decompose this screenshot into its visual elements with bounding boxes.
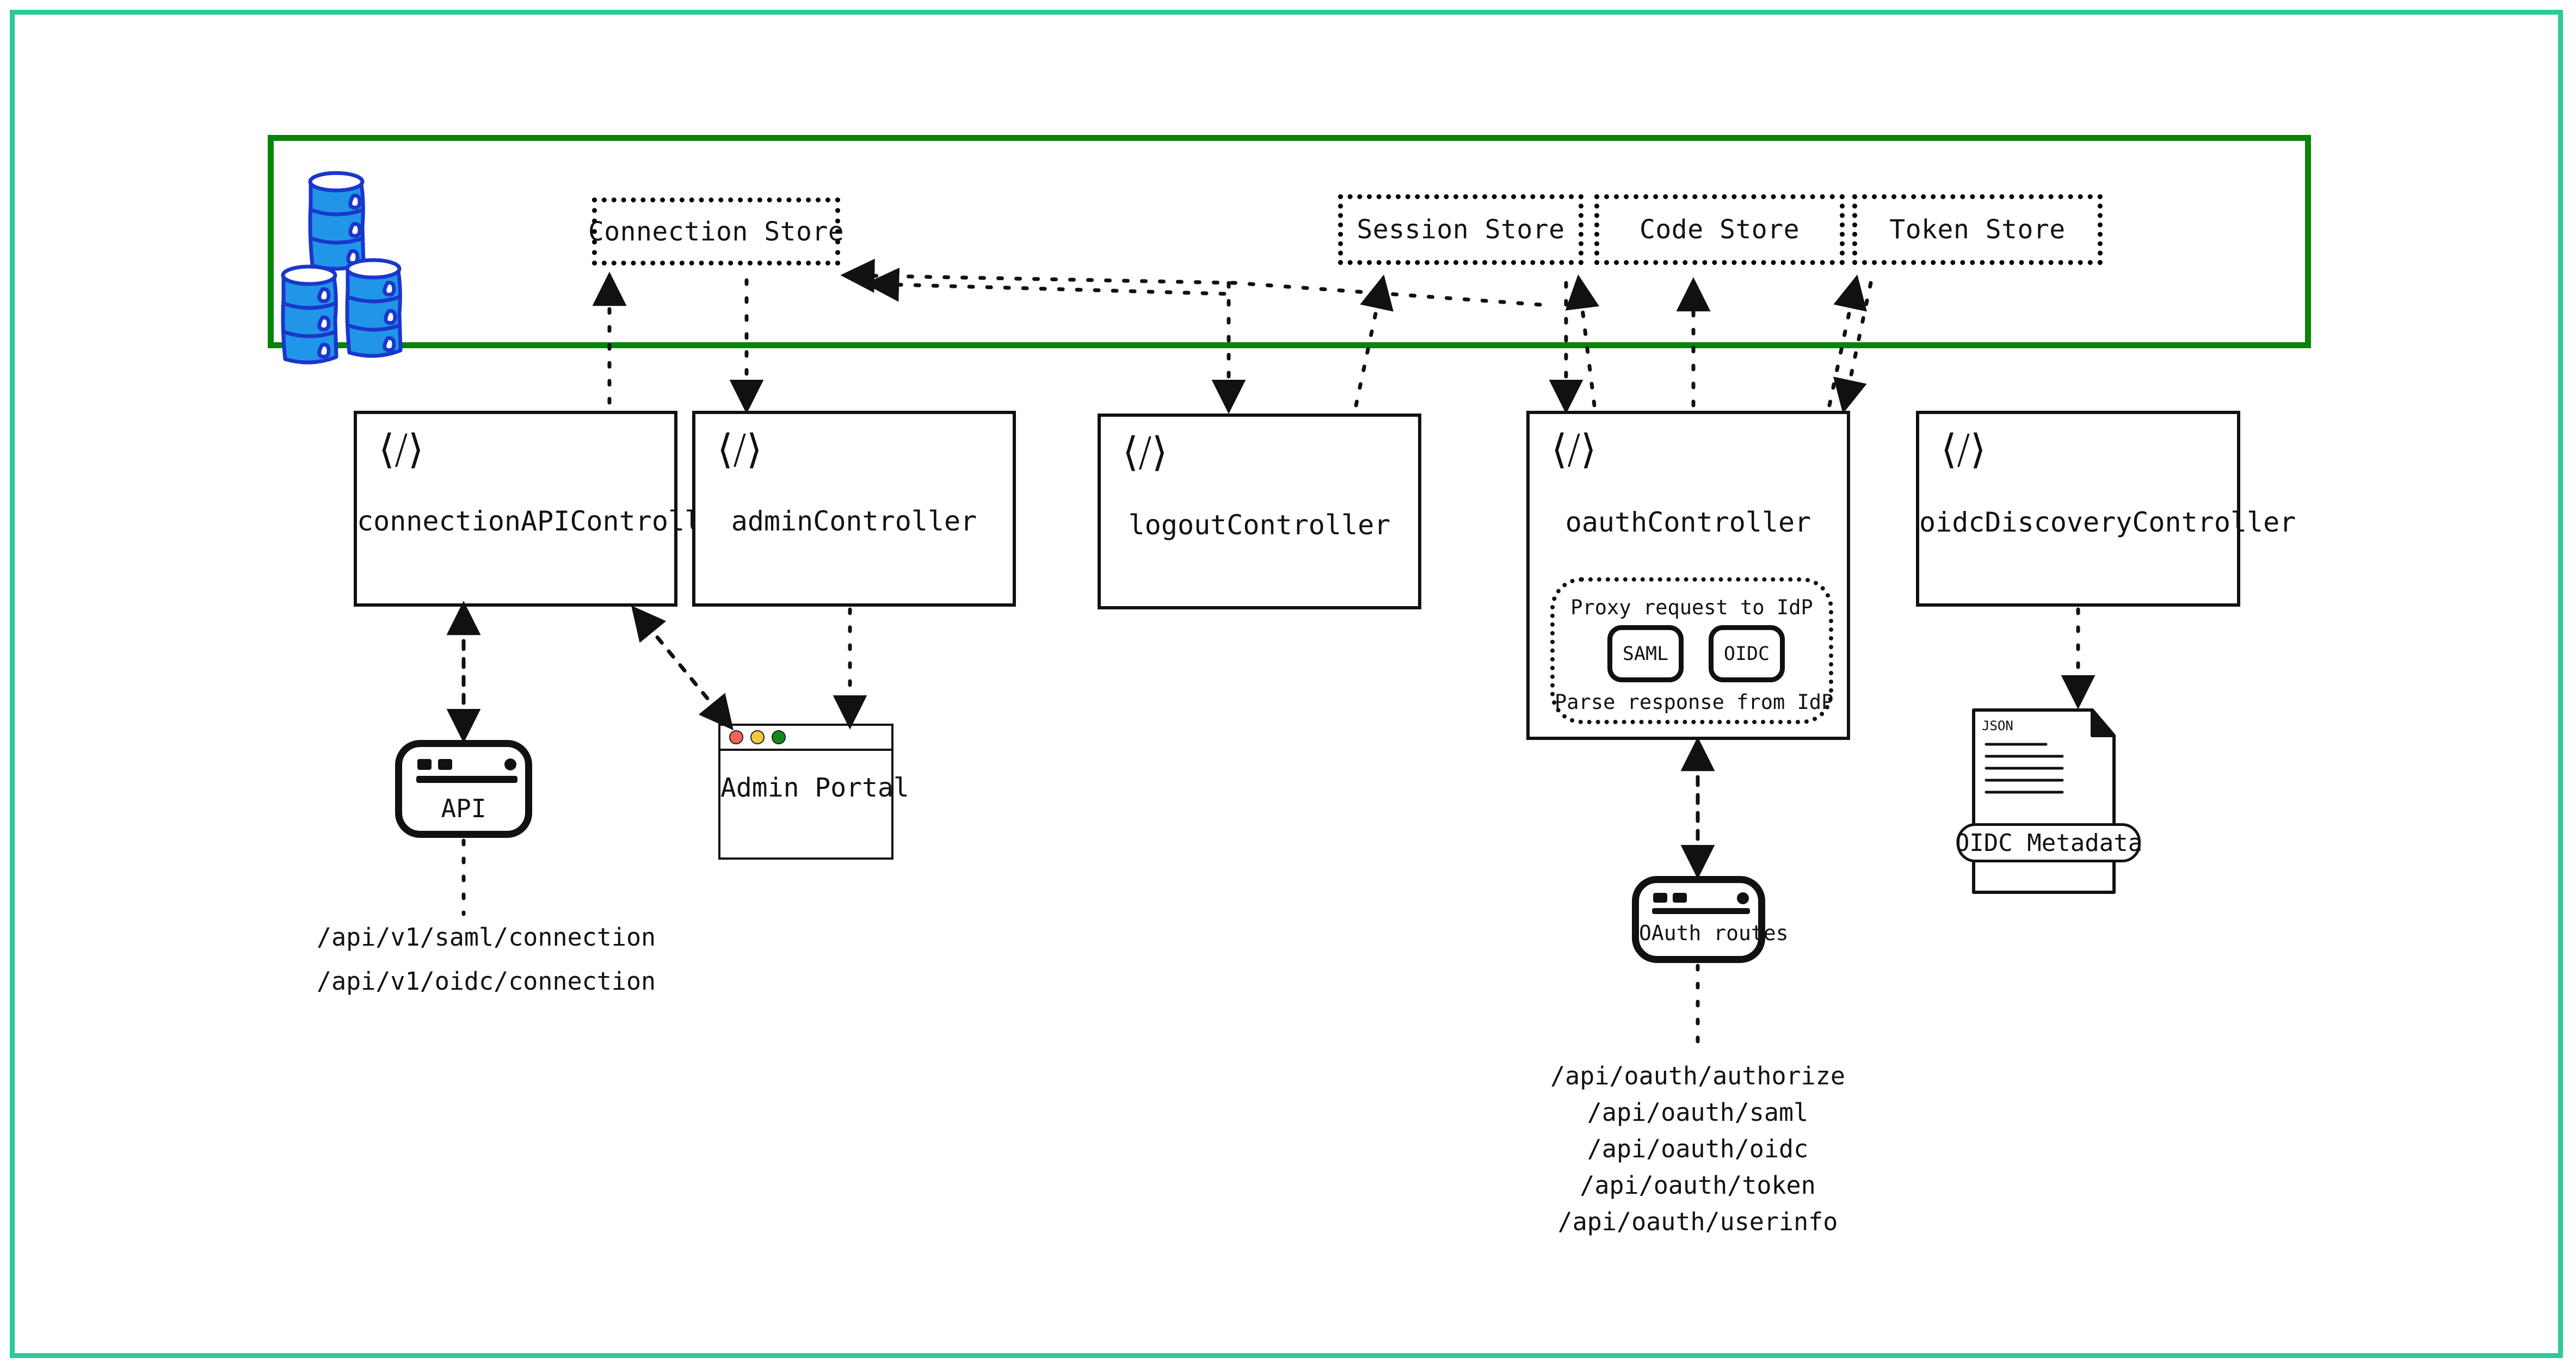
- oauth-dot-1: [1653, 893, 1667, 903]
- traffic-light-red: [729, 730, 743, 744]
- oauth-address-bar: [1652, 908, 1750, 914]
- browser-titlebar: [720, 726, 891, 751]
- oidc-protocol-label: OIDC: [1723, 643, 1770, 665]
- session-store[interactable]: Session Store: [1338, 194, 1583, 265]
- oidc-discovery-controller[interactable]: ⟨/⟩ oidcDiscoveryController: [1916, 411, 2296, 607]
- oauth-dot-3: [1737, 892, 1749, 904]
- api-dot-3: [504, 758, 516, 770]
- api-label: API: [441, 794, 486, 823]
- endpoint-item: /api/oauth/token: [1580, 1171, 1816, 1200]
- oauth-dot-2: [1673, 893, 1687, 903]
- connection-store[interactable]: Connection Store: [588, 198, 844, 266]
- oauth-controller[interactable]: ⟨/⟩ oauthController Proxy request to IdP…: [1526, 411, 1850, 740]
- endpoint-item: /api/oauth/authorize: [1550, 1062, 1845, 1090]
- connection-api-controller-label: connectionAPIController: [357, 505, 734, 537]
- oidc-metadata-label-pill[interactable]: OIDC Metadata: [1955, 823, 2143, 862]
- proxy-request-caption: Proxy request to IdP: [1570, 596, 1813, 619]
- oauth-routes-label: OAuth routes: [1639, 921, 1789, 945]
- admin-controller-label: adminController: [731, 505, 977, 537]
- endpoint-item: /api/v1/saml/connection: [317, 923, 656, 952]
- oidc-protocol-box[interactable]: OIDC: [1709, 625, 1785, 682]
- token-store-label: Token Store: [1889, 214, 2066, 245]
- code-brackets-icon: ⟨/⟩: [1123, 429, 1168, 476]
- logout-controller[interactable]: ⟨/⟩ logoutController: [1098, 414, 1421, 609]
- traffic-light-yellow: [750, 730, 765, 744]
- saml-protocol-box[interactable]: SAML: [1607, 625, 1684, 682]
- parse-response-caption: Parse response from IdP: [1555, 690, 1834, 714]
- code-store[interactable]: Code Store: [1594, 194, 1845, 265]
- saml-protocol-label: SAML: [1622, 643, 1669, 665]
- connection-store-label: Connection Store: [588, 216, 845, 247]
- oauth-controller-label: oauthController: [1565, 507, 1811, 538]
- oidc-metadata-label: OIDC Metadata: [1955, 829, 2143, 857]
- admin-portal-label: Admin Portal: [720, 773, 909, 803]
- endpoint-item: /api/oauth/saml: [1587, 1098, 1809, 1127]
- connection-api-controller[interactable]: ⟨/⟩ connectionAPIController: [354, 411, 734, 607]
- admin-controller[interactable]: ⟨/⟩ adminController: [692, 411, 1016, 607]
- traffic-light-green: [772, 730, 786, 744]
- code-brackets-icon: ⟨/⟩: [717, 426, 762, 473]
- connection-api-endpoints: /api/v1/saml/connection /api/v1/oidc/con…: [317, 925, 656, 1013]
- api-address-bar: [416, 776, 517, 783]
- code-brackets-icon: ⟨/⟩: [1941, 426, 1986, 473]
- session-store-label: Session Store: [1357, 214, 1565, 245]
- oauth-routes-window-icon[interactable]: OAuth routes: [1632, 876, 1789, 963]
- token-store[interactable]: Token Store: [1852, 194, 2103, 265]
- endpoint-item: /api/v1/oidc/connection: [317, 967, 656, 996]
- api-dot-2: [438, 759, 452, 770]
- api-dot-1: [417, 759, 432, 770]
- oauth-endpoints: /api/oauth/authorize /api/oauth/saml /ap…: [1507, 1064, 1888, 1246]
- endpoint-item: /api/oauth/userinfo: [1557, 1207, 1838, 1236]
- oidc-discovery-controller-label: oidcDiscoveryController: [1919, 507, 2296, 538]
- code-brackets-icon: ⟨/⟩: [1551, 426, 1597, 473]
- code-store-label: Code Store: [1640, 214, 1799, 245]
- api-window-icon[interactable]: API: [395, 740, 532, 838]
- logout-controller-label: logoutController: [1128, 509, 1391, 541]
- browser-window-icon[interactable]: Admin Portal: [718, 724, 909, 860]
- endpoint-item: /api/oauth/oidc: [1587, 1134, 1809, 1163]
- idp-proxy-group: Proxy request to IdP SAML OIDC Parse res…: [1550, 577, 1833, 724]
- code-brackets-icon: ⟨/⟩: [379, 426, 424, 473]
